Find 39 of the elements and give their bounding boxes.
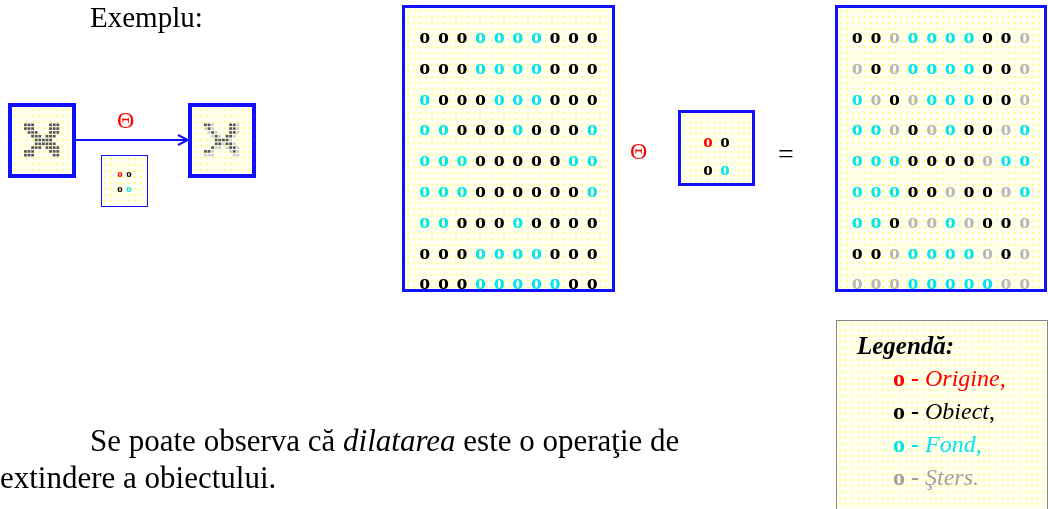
- operator-symbol: Θ: [630, 137, 648, 166]
- grid-row-text: o o o o o o o o o o: [850, 22, 1032, 50]
- grid-row-text: o o o o o o o o o o: [418, 22, 599, 50]
- grid-row-text: o o o o o o o o o o: [850, 145, 1032, 174]
- grid-row-text: o o o o o o o o o o: [850, 268, 1032, 297]
- grid-row-text: o o: [116, 181, 133, 196]
- legend-entry: o - Fond,: [893, 430, 983, 459]
- equals-sign: =: [778, 137, 794, 171]
- legend-entry: o - Şters.: [893, 463, 980, 492]
- grid-row-text: o o o o o o o o o o: [850, 114, 1032, 143]
- image-drawing: [188, 103, 256, 178]
- grid-row-text: o o o o o o o o o o: [418, 52, 599, 81]
- paragraph-text: Se poate observa că dilatarea este o operaţie de extindere a obiectului.: [0, 422, 681, 497]
- grid-row-text: o o o o o o o o o o: [850, 176, 1032, 204]
- legend-entry: o - Origine,: [893, 364, 1007, 393]
- grid-row-text: o o o o o o o o o o: [418, 176, 599, 204]
- pixel-grid: [402, 5, 615, 292]
- grid-row-text: o o o o o o o o o o: [850, 52, 1032, 81]
- legend-title: Legendă:: [857, 331, 956, 361]
- grid-row-text: o o: [702, 129, 731, 153]
- grid-row-text: o o: [116, 166, 133, 181]
- grid-row-text: o o o o o o o o o o: [418, 237, 599, 266]
- grid-row-text: o o o o o o o o o o: [850, 237, 1032, 266]
- grid-row-text: o o o o o o o o o o: [418, 114, 599, 143]
- image-drawing: [8, 103, 76, 178]
- grid-row-text: o o o o o o o o o o: [418, 268, 599, 297]
- structuring-element-grid: [101, 155, 148, 207]
- grid-row-text: o o o o o o o o o o: [418, 206, 599, 235]
- pixel-grid: [835, 5, 1047, 292]
- grid-row-text: o o: [702, 157, 731, 181]
- arrow: [76, 134, 189, 146]
- grid-row-text: o o o o o o o o o o: [418, 83, 599, 112]
- structuring-element-grid: [678, 110, 755, 186]
- grid-row-text: o o o o o o o o o o: [850, 206, 1032, 235]
- grid-row-text: o o o o o o o o o o: [418, 145, 599, 174]
- grid-row-text: o o o o o o o o o o: [850, 83, 1032, 112]
- heading-text: Exemplu:: [90, 0, 203, 35]
- legend-entry: o - Obiect,: [893, 397, 996, 426]
- legend-panel: [836, 320, 1048, 509]
